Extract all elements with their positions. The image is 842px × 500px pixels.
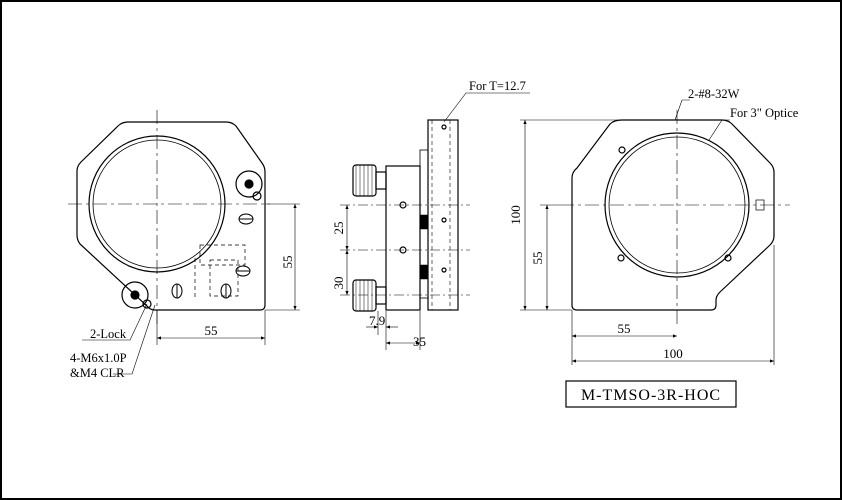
optics-note: For 3" Optice [730,106,799,120]
side-dim-25: 25 [331,222,346,235]
adjuster-knob-top [352,164,387,197]
side-dim-35: 35 [413,334,426,349]
screws-note: 2-#8-32W [688,87,740,101]
model-label-box [565,380,737,408]
mounting-slots [171,213,254,299]
left-width-dim: 55 [205,323,218,338]
model-label: M-TMSO-3R-HOC [581,387,721,404]
adjuster-knob-bottom [352,279,387,312]
for-t-note: For T=12.7 [469,79,526,93]
front-view [68,110,300,375]
rear-view [520,99,790,365]
left-height-dim: 55 [280,256,295,269]
mount-note-line1: 4-M6x1.0P [70,351,127,365]
side-dim-7-9: 7.9 [369,313,385,328]
side-optic-plate [427,119,459,311]
front-plate-outline [76,121,266,311]
mount-note-line2: &M4 CLR [70,366,125,380]
side-dim-30: 30 [331,277,346,290]
side-view [340,92,530,350]
side-main-block [385,165,421,311]
right-dim-100-horizontal: 100 [663,346,683,361]
right-dim-55-horizontal: 55 [618,321,631,336]
lock-knob-bottom [121,281,152,309]
lock-knob-top [235,170,263,201]
right-dim-55-vertical: 55 [530,252,545,265]
right-dim-100-vertical: 100 [508,205,523,225]
lock-note: 2-Lock [90,327,127,341]
rear-plate-outline [571,119,775,311]
